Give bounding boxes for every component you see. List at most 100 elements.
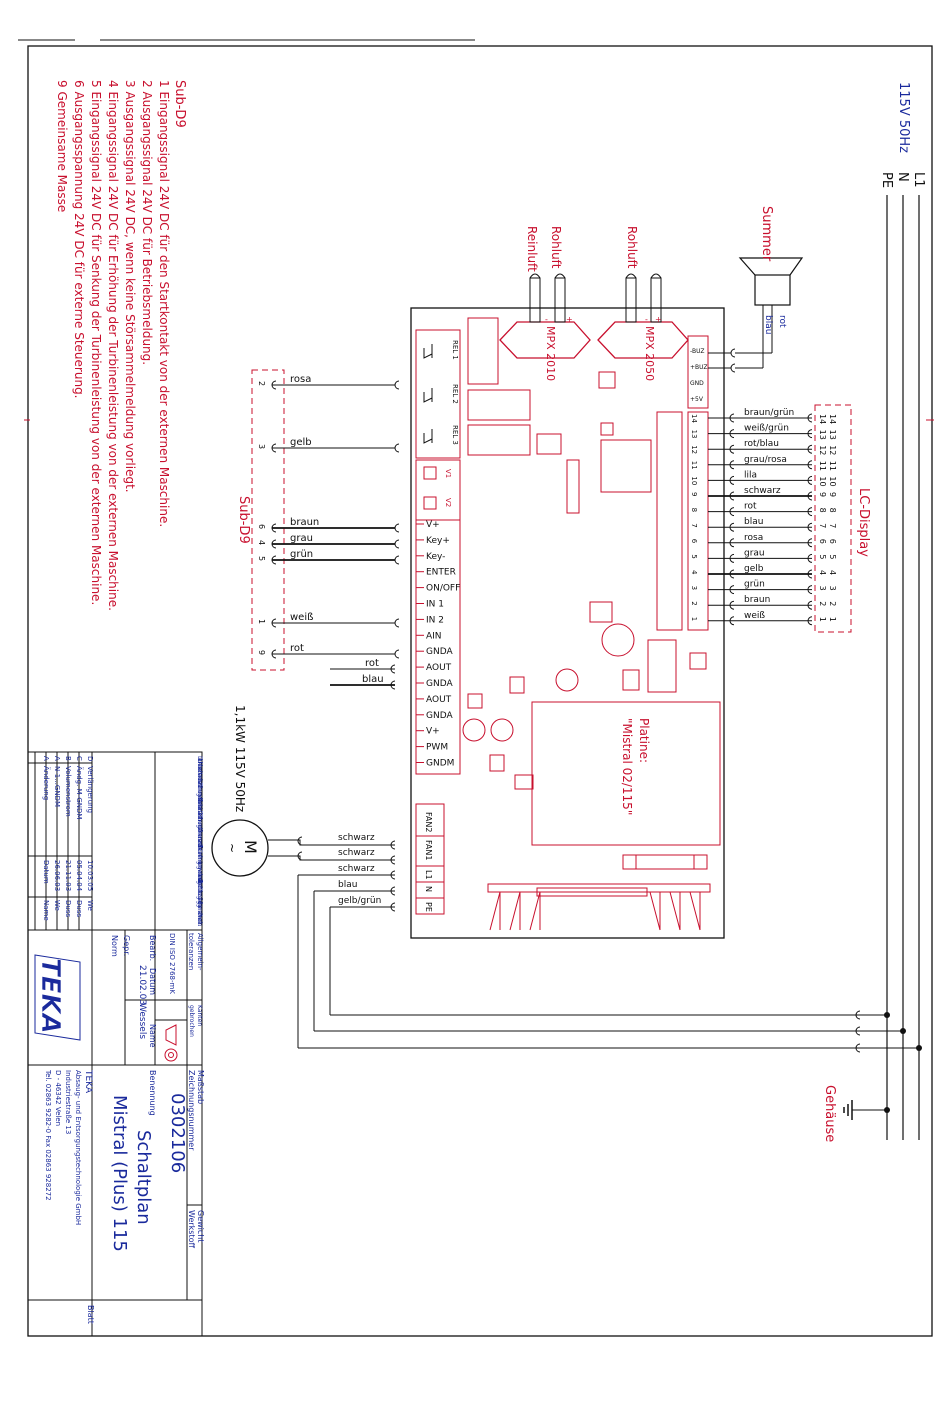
sensor-mpx2050-minus: - bbox=[645, 315, 648, 324]
lcd-connector-arc-b bbox=[807, 491, 813, 501]
company-line-3: D - 46342 Velen bbox=[54, 1070, 62, 1126]
rev-index-2: B bbox=[64, 756, 72, 761]
lcd-connector-arc-a bbox=[729, 507, 735, 517]
legend-item-3: 4 Eingangssignal 24V DC für Erhöhung der… bbox=[106, 80, 120, 611]
sub-d9-wire-color-5: weiß bbox=[290, 612, 313, 623]
name-header: Name bbox=[148, 1024, 157, 1048]
rail-label-l1: L1 bbox=[911, 172, 926, 188]
lcd-wire-color-2: rot/blau bbox=[744, 439, 779, 449]
board-lcd-pin-8: 8 bbox=[690, 508, 698, 512]
sub-d9-connector-arc bbox=[271, 380, 277, 390]
board-lcd-pin-12: 12 bbox=[690, 445, 698, 454]
aout-wiring bbox=[330, 664, 396, 690]
sub-d9-wire-color-0: rosa bbox=[290, 374, 311, 385]
relay-contact bbox=[423, 344, 433, 359]
lcd-connector-arc-a bbox=[729, 460, 735, 470]
sub-d9-connector-arc bbox=[271, 539, 277, 549]
checked-label: Gepr. bbox=[122, 935, 131, 956]
lcd-pin-10: 10 bbox=[828, 476, 837, 486]
lcd-pin-inner-2: 2 bbox=[818, 601, 827, 606]
lcd-pin-14: 14 bbox=[828, 414, 837, 424]
date-header: Datum bbox=[148, 968, 157, 995]
rev-name-1: Duss bbox=[75, 900, 83, 917]
terminal-label-10: GNDA bbox=[426, 679, 453, 689]
terminal-label-0: V+ bbox=[426, 520, 440, 530]
sub-d9-pin-9: 9 bbox=[257, 650, 266, 655]
sub-d9-pin-4: 4 bbox=[257, 540, 266, 545]
lcd-connector-arc-b bbox=[807, 507, 813, 517]
sub-d9-legend: Sub-D91 Eingangssignal 24V DC für den St… bbox=[55, 80, 187, 611]
terminal-block-lower bbox=[415, 803, 445, 915]
norm-label: Norm bbox=[110, 935, 119, 957]
rev-date-2: 21.11.03 bbox=[64, 860, 72, 891]
lower-terminal-label-3: N bbox=[424, 886, 433, 892]
rev-index-3: A bbox=[53, 756, 61, 761]
designation-label: Benennung bbox=[148, 1070, 157, 1116]
buzzer-wire-blau: blau bbox=[763, 315, 773, 334]
v1-label: V1 bbox=[444, 469, 452, 478]
legend-item-5: 6 Ausgangsspannung 24V DC für externe St… bbox=[72, 80, 86, 399]
lcd-connector-arc-b bbox=[807, 444, 813, 454]
terminal-label-12: GNDA bbox=[426, 711, 453, 721]
lcd-connector-arc-a bbox=[729, 600, 735, 610]
sub-d9-wire-color-4: grün bbox=[290, 549, 313, 560]
board-lcd-pin-2: 2 bbox=[690, 601, 698, 605]
relay-label-2: REL 3 bbox=[451, 425, 459, 445]
lcd-pin-inner-11: 11 bbox=[818, 461, 827, 471]
lcd-pin-inner-5: 5 bbox=[818, 554, 827, 559]
title-block bbox=[27, 751, 203, 1337]
power-label: 115V 50Hz bbox=[896, 82, 911, 153]
lcd-connector-arc-a bbox=[729, 475, 735, 485]
board-lcd-pin-11: 11 bbox=[690, 461, 698, 470]
relay-block bbox=[415, 329, 461, 459]
mains-wire-l1: schwarz bbox=[338, 864, 375, 874]
terminal-label-5: IN 1 bbox=[426, 600, 444, 610]
company-line-1: Absaug- und Entsorgungstechnologie GmbH bbox=[74, 1070, 82, 1225]
board-label-line2: "Mistral 02/115" bbox=[620, 718, 634, 815]
buzzer-pin-label-0: -BUZ bbox=[690, 348, 704, 355]
lcd-connector-arc-a bbox=[729, 491, 735, 501]
terminal-label-9: AOUT bbox=[426, 663, 452, 673]
lcd-wire-color-9: grau bbox=[744, 548, 765, 558]
display-board-rect bbox=[531, 701, 721, 846]
lcd-pin-3: 3 bbox=[828, 586, 837, 591]
board-lcd-pin-13: 13 bbox=[690, 430, 698, 439]
sub-d9-wire-color-2: braun bbox=[290, 517, 319, 528]
lcd-wire-color-0: braun/grün bbox=[744, 408, 794, 418]
buzzer-label: Summer bbox=[759, 206, 774, 262]
ground-symbol bbox=[843, 1100, 890, 1120]
sub-d9-wire-color-1: gelb bbox=[290, 437, 312, 448]
sensor-mpx2050 bbox=[597, 273, 689, 359]
drawing-number-label: Zeichnungsnummer bbox=[187, 1070, 196, 1151]
terminal-label-11: AOUT bbox=[426, 695, 452, 705]
board-lcd-pin-7: 7 bbox=[690, 523, 698, 527]
sub-d9-pin-5: 5 bbox=[257, 556, 266, 561]
rev-date-0: 10.03.05 bbox=[86, 860, 94, 891]
motor-symbol bbox=[211, 819, 269, 877]
board-lcd-pin-6: 6 bbox=[690, 539, 698, 544]
buzzer-wire-rot: rot bbox=[777, 315, 787, 328]
sub-d9-connector-arc bbox=[271, 649, 277, 659]
material-label: Werkstoff bbox=[187, 1210, 196, 1248]
buzzer-pin-label-2: GND bbox=[690, 380, 704, 387]
lcd-connector-arc-a bbox=[729, 522, 735, 532]
lcd-connector-arc-b bbox=[807, 585, 813, 595]
lcd-wire-color-6: rot bbox=[744, 502, 757, 512]
sensor-mpx2050-label: MPX 2050 bbox=[643, 326, 656, 381]
board-lcd-pin-14: 14 bbox=[690, 414, 698, 423]
lcd-wire-color-1: weiß/grün bbox=[744, 424, 789, 434]
legend-item-2: 3 Ausgangssignal 24V DC, wenn keine Stör… bbox=[123, 80, 137, 493]
lcd-pin-inner-1: 1 bbox=[818, 617, 827, 622]
lcd-wire-color-8: rosa bbox=[744, 533, 763, 543]
lower-terminal-label-4: PE bbox=[424, 902, 433, 912]
lcd-pin-inner-8: 8 bbox=[818, 508, 827, 513]
terminal-label-14: PWM bbox=[426, 743, 448, 753]
sub-d9-pin-6: 6 bbox=[257, 524, 266, 529]
sub-d9-wire-color-3: grau bbox=[290, 533, 313, 544]
rev-date-1: 05.04.04 bbox=[75, 860, 83, 892]
board-lcd-pin-1: 1 bbox=[690, 617, 698, 621]
housing-label: Gehäuse bbox=[822, 1085, 837, 1142]
